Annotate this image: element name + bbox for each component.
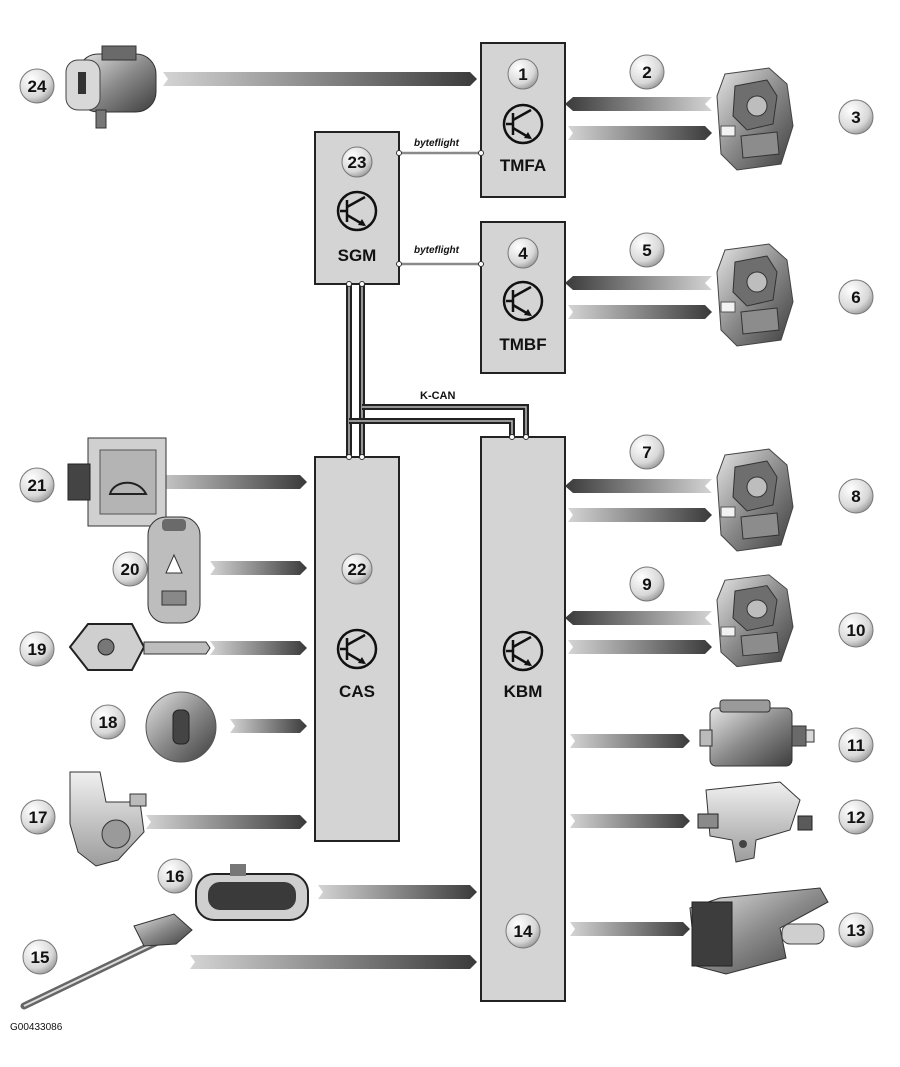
arrow-to-12 — [570, 814, 690, 828]
callout-18: 18 — [90, 704, 126, 740]
arrow-kbm-out-9 — [565, 611, 712, 625]
svg-text:21: 21 — [28, 476, 47, 495]
trunk-lock-image — [697, 781, 813, 863]
cas-number-circle — [341, 553, 373, 585]
callout-19: 19 — [19, 631, 55, 667]
arrow-15-kbm — [190, 955, 477, 969]
arrow-8-in — [568, 508, 712, 522]
arrow-24-tmfa — [163, 72, 477, 86]
byteflight-label-tmfa: byteflight — [414, 138, 460, 149]
svg-text:16: 16 — [166, 867, 185, 886]
callout-12: 12 — [838, 799, 874, 835]
arrow-19-cas — [210, 641, 307, 655]
svg-text:19: 19 — [28, 640, 47, 659]
tmbf-number: 4 — [518, 244, 528, 263]
arrow-tmfa-out — [565, 97, 712, 111]
svg-text:5: 5 — [642, 241, 651, 260]
tmfa-label: TMFA — [500, 156, 546, 175]
callout-20: 20 — [112, 551, 148, 587]
byteflight-line-tmfa — [396, 150, 484, 156]
sgm-number: 23 — [348, 153, 367, 172]
door-lock-actuator-image — [716, 67, 794, 171]
door-lock-actuator-image — [716, 574, 794, 668]
sgm-number-circle — [341, 146, 373, 178]
svg-text:7: 7 — [642, 443, 651, 462]
svg-text:14: 14 — [514, 922, 533, 941]
arrow-tmbf-out — [565, 276, 712, 290]
callout-3: 3 — [838, 99, 874, 135]
cas-label: CAS — [339, 682, 375, 701]
svg-text:12: 12 — [847, 808, 866, 827]
svg-text:8: 8 — [851, 487, 860, 506]
tmfa-number: 1 — [518, 65, 527, 84]
callout-16: 16 — [157, 858, 193, 894]
svg-text:17: 17 — [29, 808, 48, 827]
ignition-lock-image — [65, 45, 157, 129]
arrow-10-in — [568, 640, 712, 654]
tailgate-actuator-image — [699, 699, 815, 767]
svg-text:10: 10 — [847, 621, 866, 640]
svg-text:24: 24 — [28, 77, 47, 96]
figure-id: G00433086 — [10, 1022, 63, 1033]
svg-text:15: 15 — [31, 948, 50, 967]
byteflight-line-tmbf — [396, 261, 484, 267]
callout-15: 15 — [22, 939, 58, 975]
door-lock-actuator-image — [716, 243, 794, 347]
kbm-label: KBM — [504, 682, 543, 701]
lock-cylinder-image — [145, 691, 217, 763]
trunk-button-image — [67, 437, 167, 527]
callout-8: 8 — [838, 478, 874, 514]
callout-13: 13 — [838, 912, 874, 948]
callout-11: 11 — [838, 727, 874, 763]
svg-text:18: 18 — [99, 713, 118, 732]
emergency-release-cable-image — [20, 913, 193, 1010]
arrow-21-cas — [147, 475, 307, 489]
svg-text:2: 2 — [642, 63, 651, 82]
tmbf-label: TMBF — [499, 335, 546, 354]
car-key-image — [68, 623, 211, 671]
callout-21: 21 — [19, 467, 55, 503]
callout-7: 7 — [629, 434, 665, 470]
svg-text:6: 6 — [851, 288, 860, 307]
tmbf-number-circle — [507, 237, 539, 269]
trunk-release-actuator-image — [689, 887, 829, 975]
arrow-3-in — [568, 126, 712, 140]
kbm-box — [480, 436, 566, 1002]
svg-text:3: 3 — [851, 108, 860, 127]
steering-lock-image — [69, 771, 147, 867]
arrow-20-cas — [210, 561, 307, 575]
remote-key-image — [147, 516, 201, 624]
svg-text:13: 13 — [847, 921, 866, 940]
callout-5: 5 — [629, 232, 665, 268]
kcan-label: K-CAN — [420, 390, 455, 402]
cas-box — [314, 456, 400, 842]
door-lock-actuator-image — [716, 448, 794, 552]
arrow-17-cas — [146, 815, 307, 829]
svg-text:9: 9 — [642, 575, 651, 594]
callout-9: 9 — [629, 566, 665, 602]
callout-10: 10 — [838, 612, 874, 648]
callout-6: 6 — [838, 279, 874, 315]
svg-text:11: 11 — [847, 736, 865, 755]
callout-24: 24 — [19, 68, 55, 104]
tmfa-number-circle — [507, 58, 539, 90]
callout-17: 17 — [20, 799, 56, 835]
sgm-cas-bus — [346, 284, 365, 457]
arrow-6-in — [568, 305, 712, 319]
arrow-to-11 — [570, 734, 690, 748]
arrow-to-13 — [570, 922, 690, 936]
kcan-line — [346, 281, 529, 460]
arrow-kbm-out-7 — [565, 479, 712, 493]
callout-2: 2 — [629, 54, 665, 90]
cas-number: 22 — [348, 560, 367, 579]
sgm-label: SGM — [338, 246, 377, 265]
svg-text:20: 20 — [121, 560, 140, 579]
callout-14: 14 — [505, 913, 541, 949]
byteflight-label-tmbf: byteflight — [414, 245, 460, 256]
arrow-18-cas — [230, 719, 307, 733]
trunk-handle-image — [195, 864, 309, 921]
signal-arrows — [146, 72, 712, 969]
arrow-16-kbm — [318, 885, 477, 899]
